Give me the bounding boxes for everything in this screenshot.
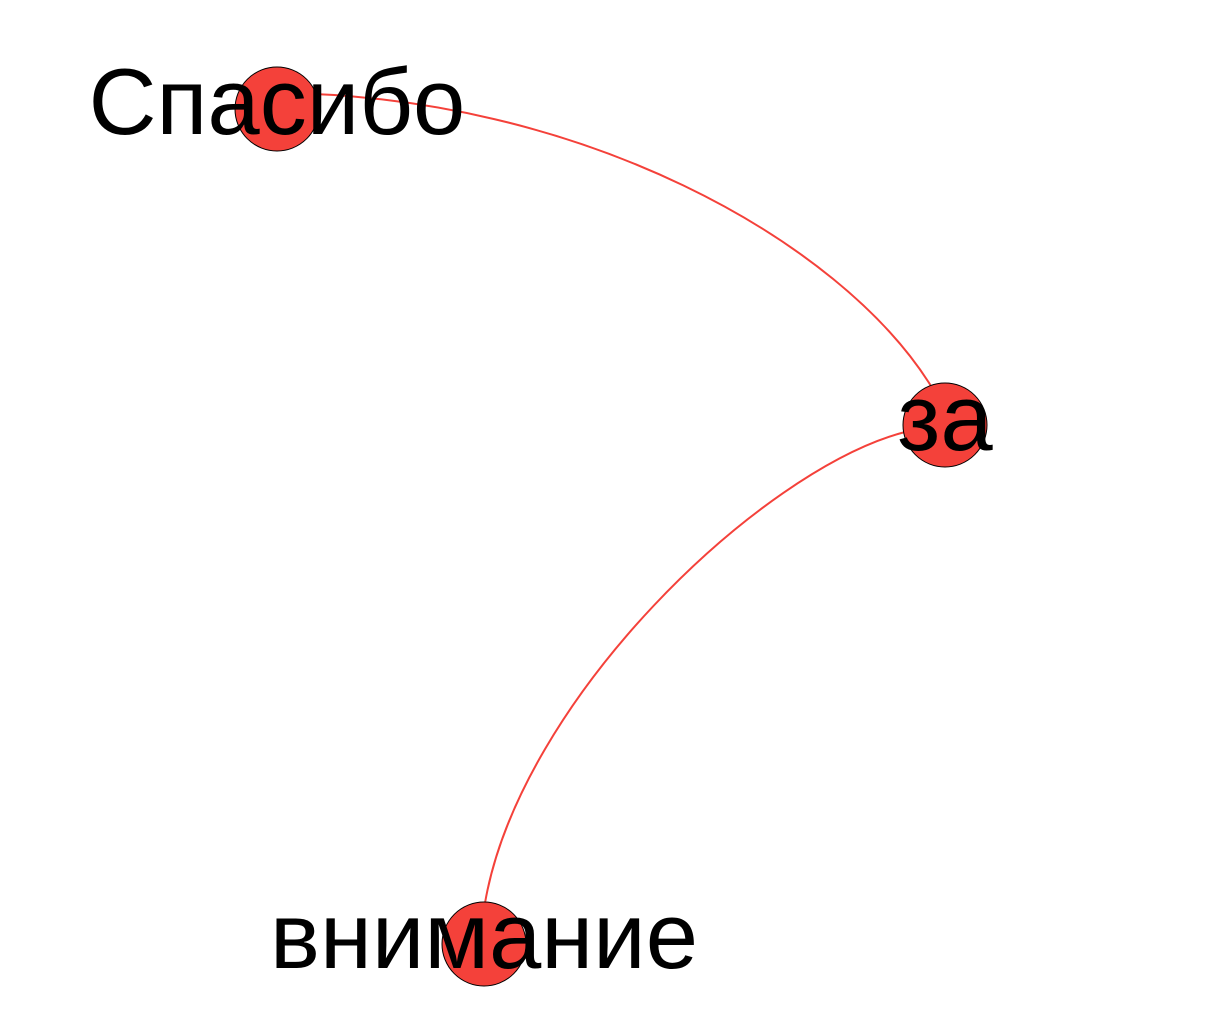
node-label-spasibo: Спасибо xyxy=(89,49,466,154)
edge-za-vnimanie xyxy=(484,431,906,904)
node-za[interactable] xyxy=(902,382,988,468)
node-label-za: за xyxy=(897,365,993,470)
node-label-vnimanie: внимание xyxy=(270,883,698,988)
node-spasibo[interactable] xyxy=(234,66,320,152)
edge-spasibo-za xyxy=(276,92,932,387)
node-vnimanie[interactable] xyxy=(441,901,527,987)
